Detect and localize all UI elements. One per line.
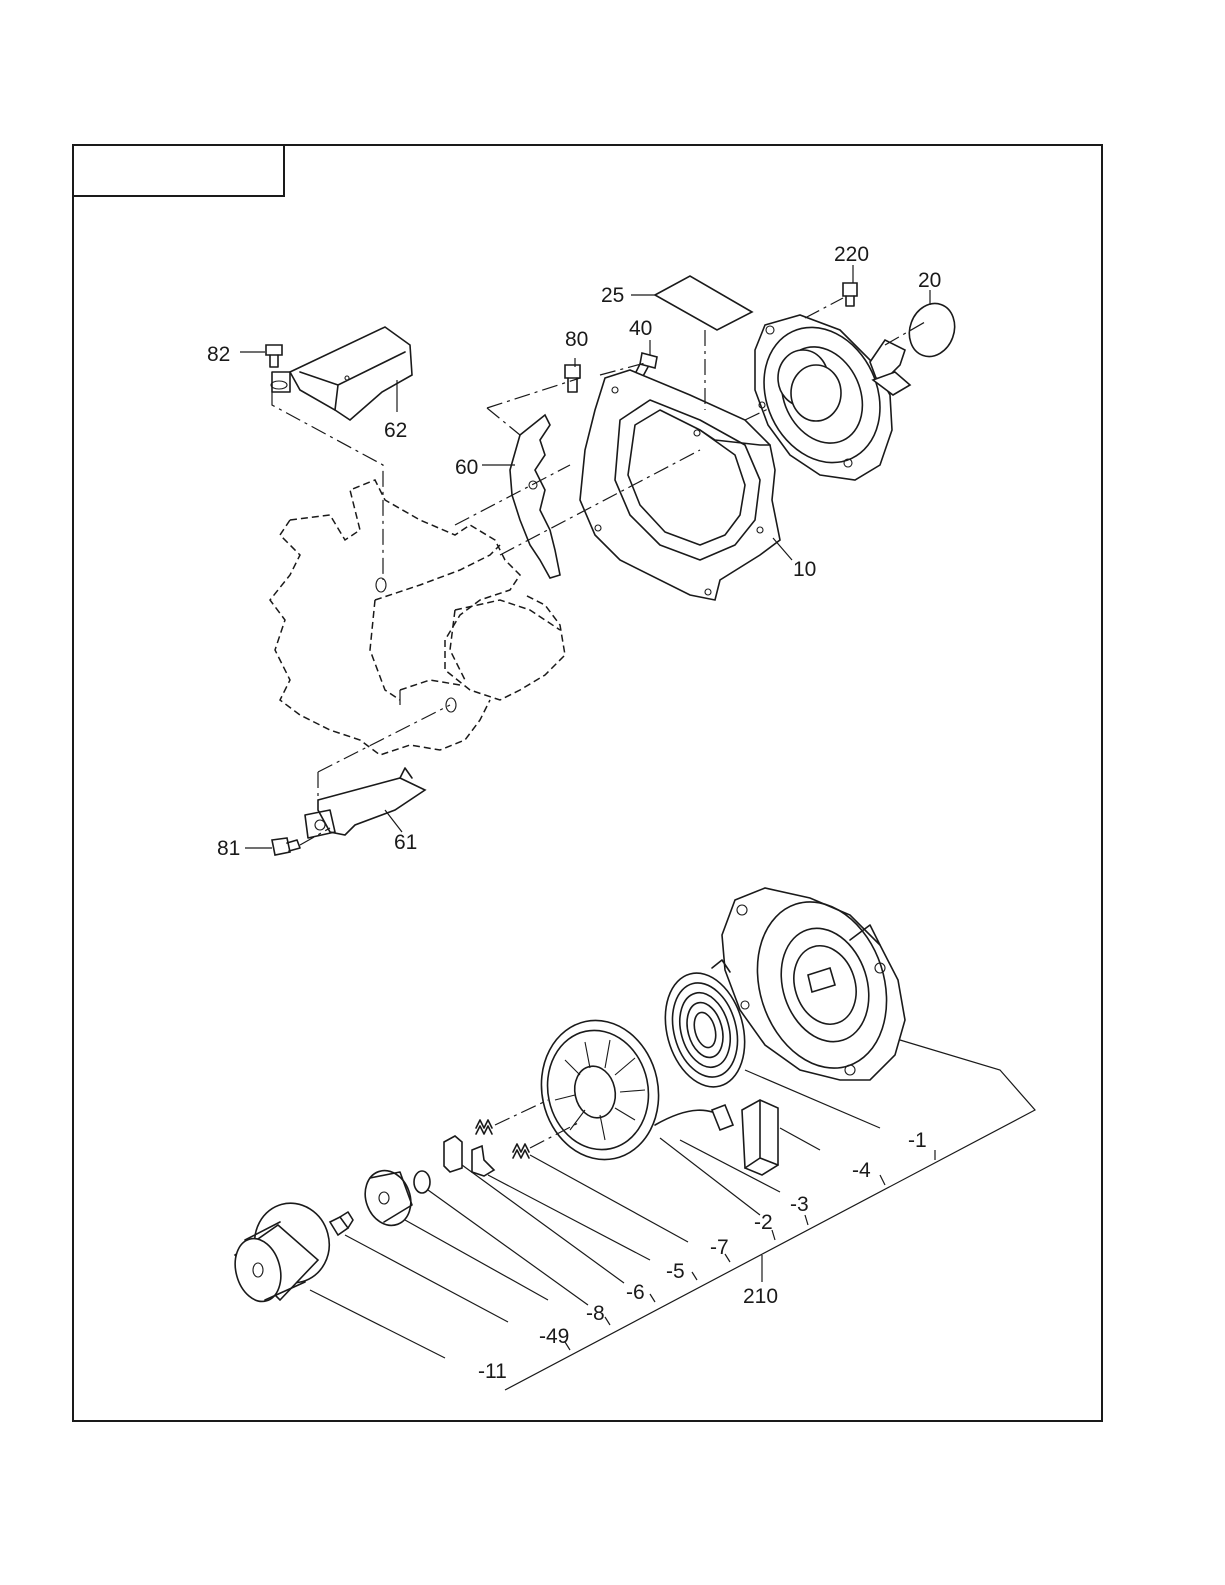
fan-housing-10 — [580, 370, 780, 600]
label-minus-6: -6 — [626, 1281, 645, 1304]
label-60: 60 — [455, 456, 478, 479]
label-minus-1: -1 — [908, 1129, 927, 1152]
label-minus-7: -7 — [710, 1236, 729, 1259]
bolt-81 — [272, 838, 300, 855]
shroud-panel-60 — [510, 415, 560, 578]
label-40: 40 — [629, 317, 652, 340]
retainer-ring-8 — [414, 1171, 430, 1193]
spring-5 — [513, 1144, 529, 1158]
label-20: 20 — [918, 269, 941, 292]
screw-11 — [330, 1212, 353, 1235]
starter-cup — [228, 1195, 338, 1307]
label-25: 25 — [601, 284, 624, 307]
bolt-82 — [266, 345, 282, 367]
reel-case-1 — [722, 885, 907, 1085]
leader-lines-lower — [310, 1040, 1035, 1390]
starter-handle-2 — [712, 1100, 778, 1175]
bolt-220 — [843, 283, 857, 306]
label-minus-8: -8 — [586, 1302, 605, 1325]
label-minus-11: -11 — [478, 1360, 507, 1383]
label-210: 210 — [743, 1285, 778, 1308]
label-minus-49: -49 — [539, 1325, 569, 1348]
label-61: 61 — [394, 831, 417, 854]
label-plate-25 — [655, 276, 752, 330]
label-minus-2: -2 — [754, 1211, 773, 1234]
label-minus-3: -3 — [790, 1193, 809, 1216]
spring-7 — [476, 1120, 492, 1134]
label-82: 82 — [207, 343, 230, 366]
label-80: 80 — [565, 328, 588, 351]
label-62: 62 — [384, 419, 407, 442]
label-81: 81 — [217, 837, 240, 860]
label-minus-5: -5 — [666, 1260, 685, 1283]
label-220: 220 — [834, 243, 869, 266]
label-10: 10 — [793, 558, 816, 581]
top-cover-62 — [271, 327, 412, 420]
label-minus-4: -4 — [852, 1159, 871, 1182]
bottom-guard-61 — [305, 768, 425, 838]
